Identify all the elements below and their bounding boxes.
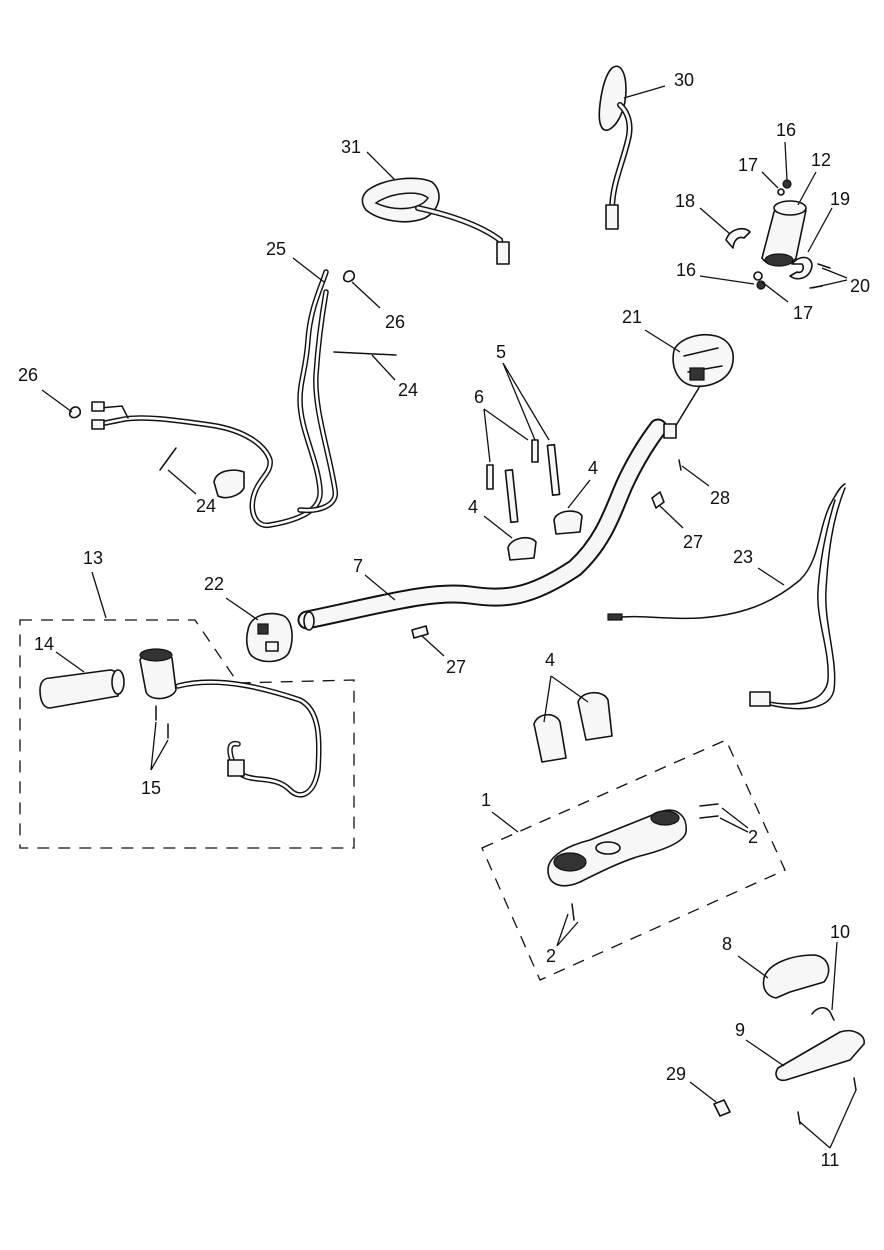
clip-29[interactable] xyxy=(713,1099,731,1117)
callout-13: 13 xyxy=(83,548,103,568)
cable-tie-24-left[interactable] xyxy=(159,447,177,471)
handlebar-clamp-upper-right[interactable] xyxy=(553,510,583,535)
grip-14[interactable] xyxy=(39,669,125,709)
callout-4-upper-left: 4 xyxy=(468,497,478,517)
callout-16-top: 16 xyxy=(776,120,796,140)
clip-27-upper[interactable] xyxy=(651,491,665,509)
washer-17-bottom[interactable] xyxy=(753,271,763,281)
handlebar-riser-right[interactable] xyxy=(577,691,613,741)
clip-26-left[interactable] xyxy=(68,406,82,419)
cover-8[interactable] xyxy=(762,954,830,999)
callout-24-left: 24 xyxy=(196,496,216,516)
bolt-16-top[interactable] xyxy=(782,179,792,189)
top-yoke[interactable] xyxy=(547,809,687,887)
clip-27-lower[interactable] xyxy=(411,625,429,639)
right-mirror[interactable] xyxy=(598,65,633,230)
handlebar-tube[interactable] xyxy=(297,418,668,631)
callout-24-top: 24 xyxy=(398,380,418,400)
leader-lines xyxy=(41,85,857,1149)
callout-18: 18 xyxy=(675,191,695,211)
callout-10: 10 xyxy=(830,922,850,942)
callout-27-right: 27 xyxy=(683,532,703,552)
callout-27-center: 27 xyxy=(446,657,466,677)
callout-2-bottom: 2 xyxy=(546,946,556,966)
clamp-bolts[interactable] xyxy=(486,439,561,524)
callout-26-top: 26 xyxy=(385,312,405,332)
left-switch-cube[interactable] xyxy=(245,612,293,663)
callout-28: 28 xyxy=(710,488,730,508)
yoke-bolts-right[interactable] xyxy=(699,803,719,819)
callout-11: 11 xyxy=(821,1150,840,1170)
callout-1: 1 xyxy=(481,790,491,810)
callout-31: 31 xyxy=(341,137,361,157)
screw-20-a[interactable] xyxy=(817,263,831,269)
screws-15[interactable] xyxy=(155,705,169,739)
callout-17-bottom: 17 xyxy=(793,303,813,323)
callout-14: 14 xyxy=(34,634,54,654)
screw-28[interactable] xyxy=(678,459,682,471)
screws-11[interactable] xyxy=(797,1077,857,1125)
weight-clip-left[interactable] xyxy=(725,227,751,249)
callout-8: 8 xyxy=(722,934,732,954)
throttle-housing-13[interactable] xyxy=(139,648,177,700)
left-mirror[interactable] xyxy=(361,177,510,265)
callout-22: 22 xyxy=(204,574,224,594)
callout-4-upper-right: 4 xyxy=(588,458,598,478)
callout-29: 29 xyxy=(666,1064,686,1084)
handlebar-riser-left[interactable] xyxy=(533,713,567,763)
callout-12: 12 xyxy=(811,150,831,170)
callout-30: 30 xyxy=(674,70,694,90)
wiring-harness-23[interactable] xyxy=(607,483,846,710)
group-outline-13 xyxy=(19,619,355,849)
spring-clip-10[interactable] xyxy=(811,1007,835,1021)
callout-26-left: 26 xyxy=(18,365,38,385)
callout-6: 6 xyxy=(474,387,484,407)
callout-9: 9 xyxy=(735,1020,745,1040)
washer-17-top[interactable] xyxy=(777,188,785,196)
bolt-16-bottom[interactable] xyxy=(756,280,766,290)
callout-23: 23 xyxy=(733,547,753,567)
callout-16-bottom: 16 xyxy=(676,260,696,280)
callout-25: 25 xyxy=(266,239,286,259)
callout-5: 5 xyxy=(496,342,506,362)
callout-2-right: 2 xyxy=(748,827,758,847)
callout-labels: 1 2 2 4 4 4 5 6 7 8 9 10 11 12 13 14 15 … xyxy=(18,70,870,1170)
weight-clip-right[interactable] xyxy=(789,256,813,280)
clip-26-top[interactable] xyxy=(342,270,356,283)
bar-end-weight[interactable] xyxy=(761,200,807,267)
callout-7: 7 xyxy=(353,556,363,576)
right-switch-cube[interactable] xyxy=(663,334,734,439)
callout-20: 20 xyxy=(850,276,870,296)
callout-19: 19 xyxy=(830,189,850,209)
callout-4-lower: 4 xyxy=(545,650,555,670)
handlebar-clamp-upper-left[interactable] xyxy=(507,536,537,561)
cable-tie-24-top[interactable] xyxy=(333,351,397,356)
wiring-harness-25[interactable] xyxy=(91,269,338,528)
group-outline-1 xyxy=(481,739,786,981)
throttle-harness[interactable] xyxy=(175,679,322,798)
callout-15: 15 xyxy=(141,778,161,798)
callout-17-top: 17 xyxy=(738,155,758,175)
yoke-bolts-bottom[interactable] xyxy=(571,903,575,921)
callout-21: 21 xyxy=(622,307,642,327)
bracket-9[interactable] xyxy=(775,1029,865,1082)
